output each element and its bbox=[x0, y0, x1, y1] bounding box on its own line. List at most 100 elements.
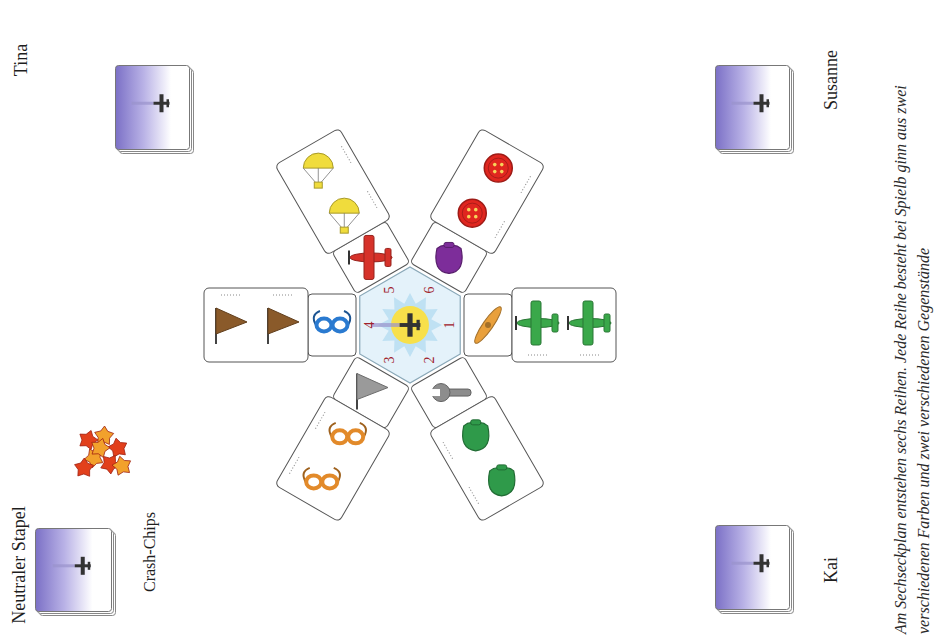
button-hole bbox=[467, 208, 471, 212]
flag-cloth bbox=[357, 374, 388, 400]
row-number: 1 bbox=[442, 322, 457, 329]
parachute-lines bbox=[303, 168, 333, 182]
sack-knot bbox=[444, 242, 454, 247]
plane-icon bbox=[371, 313, 420, 336]
outer-card bbox=[429, 395, 545, 522]
plane-tail bbox=[552, 314, 558, 332]
sack-icon bbox=[489, 468, 515, 496]
row-item bbox=[463, 420, 489, 451]
row-item bbox=[458, 199, 486, 227]
dotted-mark bbox=[272, 295, 292, 296]
player-deck: Susanne bbox=[712, 47, 845, 158]
row-item bbox=[329, 198, 359, 233]
row-item bbox=[430, 384, 471, 402]
hexagon-plate bbox=[360, 267, 460, 383]
plane-icon bbox=[53, 557, 91, 575]
chips-label: Crash-Chips bbox=[141, 512, 159, 592]
deck-top-card bbox=[716, 66, 790, 150]
flag-cloth bbox=[268, 308, 299, 334]
deck-top-card bbox=[115, 65, 189, 149]
player-name: Susanne bbox=[822, 50, 842, 110]
plane-wing bbox=[760, 554, 764, 572]
sack-knot bbox=[471, 420, 481, 425]
crash-chip bbox=[108, 438, 127, 457]
card-deck bbox=[115, 65, 196, 156]
inner-card bbox=[308, 294, 356, 356]
row-item bbox=[349, 235, 392, 279]
button-hole bbox=[500, 163, 504, 167]
sack-icon bbox=[463, 423, 489, 451]
row-item bbox=[303, 468, 340, 489]
row-item bbox=[484, 154, 512, 182]
plane-wing bbox=[760, 94, 764, 112]
card-row bbox=[275, 352, 416, 521]
plane-tail bbox=[385, 248, 391, 266]
plane-wing bbox=[364, 235, 374, 279]
wrench-jaw bbox=[430, 389, 440, 396]
dotted-mark bbox=[220, 295, 240, 296]
row-item bbox=[216, 308, 247, 344]
row-item bbox=[357, 374, 388, 410]
inner-card bbox=[464, 294, 512, 356]
plane-propeller bbox=[348, 250, 350, 264]
button-icon bbox=[458, 199, 486, 227]
plane-icon bbox=[131, 94, 169, 112]
row-item bbox=[268, 308, 299, 344]
plane-tail bbox=[604, 314, 610, 332]
dotted-mark bbox=[469, 487, 479, 504]
button-icon bbox=[484, 154, 512, 182]
player-name: Neutraler Stapel bbox=[10, 506, 30, 623]
row-item bbox=[329, 423, 366, 444]
card-deck bbox=[715, 525, 796, 616]
row-item bbox=[568, 301, 611, 345]
plane-icon bbox=[732, 554, 770, 572]
dotted-mark bbox=[580, 355, 600, 356]
plane-wing bbox=[583, 301, 593, 345]
goggle-lens bbox=[317, 319, 332, 332]
row-item bbox=[436, 242, 462, 273]
row-item bbox=[314, 311, 351, 332]
crash-chip bbox=[75, 458, 94, 476]
card-row bbox=[405, 353, 545, 522]
row-item bbox=[516, 301, 559, 345]
plane-tail bbox=[88, 562, 91, 570]
card-row bbox=[405, 128, 545, 297]
sack-knot bbox=[497, 465, 507, 470]
plane-wing bbox=[407, 313, 412, 336]
plane-wing bbox=[81, 557, 85, 575]
caption: Am Sechseckplan entstehen sechs Reihen. … bbox=[889, 4, 935, 634]
button-rim bbox=[462, 203, 482, 223]
button-hole bbox=[474, 208, 478, 212]
goggle-lens bbox=[322, 475, 337, 488]
plane-wing bbox=[159, 94, 163, 112]
dotted-mark bbox=[367, 190, 377, 207]
dotted-mark bbox=[495, 220, 505, 237]
outer-card bbox=[275, 395, 391, 522]
button-rim bbox=[488, 158, 508, 178]
parachute-canopy bbox=[303, 153, 333, 168]
row-item bbox=[471, 304, 504, 346]
flag-cloth bbox=[216, 308, 247, 334]
plane-tail bbox=[767, 559, 770, 567]
row-item bbox=[489, 465, 515, 496]
row-number: 5 bbox=[382, 287, 397, 294]
dotted-mark bbox=[528, 355, 548, 356]
plane-trail bbox=[732, 562, 754, 565]
outer-card bbox=[429, 128, 545, 255]
sack-icon bbox=[436, 245, 462, 273]
outer-card bbox=[204, 288, 308, 362]
row-number: 3 bbox=[382, 356, 397, 363]
player-name: Kai bbox=[822, 557, 842, 583]
player-deck: Tina bbox=[9, 41, 198, 158]
dotted-mark bbox=[521, 175, 531, 192]
player-deck: Neutraler Stapel bbox=[7, 503, 120, 626]
dotted-mark bbox=[289, 457, 299, 474]
row-item bbox=[303, 153, 333, 188]
button-hole bbox=[467, 215, 471, 219]
plane-trail bbox=[53, 564, 75, 567]
row-number: 6 bbox=[422, 287, 437, 294]
plane-trail bbox=[732, 102, 754, 105]
deck-top-card bbox=[35, 528, 111, 611]
row-number: 2 bbox=[422, 356, 437, 363]
